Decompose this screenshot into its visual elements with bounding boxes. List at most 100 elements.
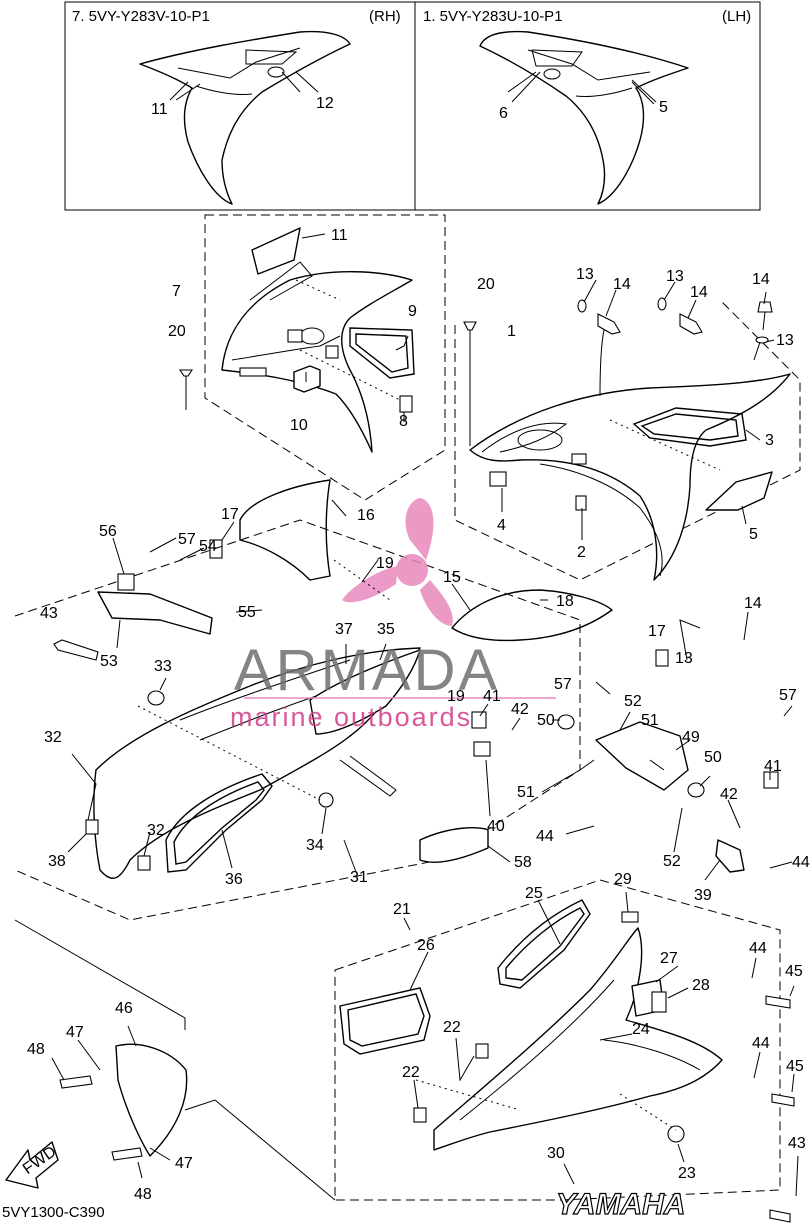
callout: 23	[678, 1165, 696, 1182]
callout: 44	[752, 1035, 770, 1052]
part-48-bolt-b	[111, 1147, 143, 1161]
callout: 57	[178, 531, 196, 548]
callout: 12	[316, 95, 334, 112]
callout: 32	[147, 822, 165, 839]
callout: 5	[659, 99, 668, 116]
fwd-arrow-icon	[5, 1141, 59, 1189]
callout: 44	[792, 854, 810, 871]
part-35-panel	[309, 649, 421, 735]
callout: 53	[100, 653, 118, 670]
part-39-bracket	[715, 839, 745, 873]
callout: 58	[514, 854, 532, 871]
part-22-nut-a	[475, 1043, 489, 1059]
callout: 9	[408, 303, 417, 320]
callout: 26	[417, 937, 435, 954]
callout: 31	[350, 869, 368, 886]
callout: 17	[221, 506, 239, 523]
callout: 13	[675, 650, 693, 667]
callout: 14	[613, 276, 631, 293]
part-43-bolt-a	[53, 639, 99, 661]
callout: 34	[306, 837, 324, 854]
part-20-rivet-a	[178, 369, 194, 410]
callout: 25	[525, 885, 543, 902]
part-49-bracket	[595, 721, 689, 791]
callout: 56	[99, 523, 117, 540]
part-53-bracket	[97, 591, 213, 635]
callout: 43	[788, 1135, 806, 1152]
part-33-grommet	[147, 690, 165, 706]
callout: 44	[536, 828, 554, 845]
callout: 57	[554, 676, 572, 693]
callout: 35	[377, 621, 395, 638]
part-56-clip	[117, 573, 135, 591]
group-1-frame	[454, 299, 801, 581]
part-28-damper	[651, 991, 667, 1013]
callout: 51	[641, 712, 659, 729]
part-21-lower-cowl	[433, 927, 723, 1151]
watermark-logo-icon	[342, 498, 453, 626]
callout: 19	[447, 688, 465, 705]
part-50-grommet-b	[687, 782, 705, 798]
group-46-frame	[14, 919, 336, 1201]
callout: 42	[720, 786, 738, 803]
callout: 41	[483, 688, 501, 705]
inset-rh-title: 7. 5VY-Y283V-10-P1	[72, 8, 210, 25]
callout: 27	[660, 950, 678, 967]
part-32-nut-b	[137, 855, 151, 871]
part-45-bolt-a	[765, 995, 791, 1009]
part-7-rh-side-cowl	[221, 261, 413, 453]
callout: 19	[376, 555, 394, 572]
callout: 13	[666, 268, 684, 285]
callout: 18	[556, 593, 574, 610]
callout-labels: 11 12 6 5 11 7 9 20 10 8 20 1 13 14 13 1…	[27, 95, 810, 1203]
part-46-front-piece	[115, 1043, 188, 1157]
callout: 57	[779, 687, 797, 704]
inset-frame	[64, 1, 761, 211]
callout: 11	[151, 101, 168, 118]
part-17-pad-b	[655, 649, 669, 667]
callout: 3	[765, 432, 774, 449]
part-45-bolt-b	[771, 1093, 795, 1107]
lh-inset-cowl	[479, 30, 689, 205]
callout: 48	[27, 1041, 45, 1058]
part-29-pad	[621, 911, 639, 923]
callout: 40	[487, 818, 505, 835]
callout: 49	[682, 729, 700, 746]
callout: 48	[134, 1186, 152, 1203]
diagram-code: 5VY1300-C390	[2, 1204, 105, 1221]
callout: 13	[776, 332, 794, 349]
callout: 52	[624, 693, 642, 710]
callout: 51	[517, 784, 535, 801]
callout: 5	[749, 526, 758, 543]
callout: 37	[335, 621, 353, 638]
part-26-seal	[339, 987, 431, 1055]
callout: 4	[497, 517, 506, 534]
yamaha-decal-text: YAMAHA	[556, 1188, 685, 1221]
part-9-seal	[349, 327, 415, 379]
watermark-tagline: marine outboards	[230, 702, 472, 732]
callout: 29	[614, 871, 632, 888]
part-8-nut	[399, 395, 413, 413]
part-23-grommet	[667, 1125, 685, 1143]
part-48-bolt-a	[59, 1075, 93, 1089]
callout: 15	[443, 569, 461, 586]
callout: 47	[175, 1155, 193, 1172]
callout: 36	[225, 871, 243, 888]
part-36-seal	[165, 773, 273, 873]
callout: 30	[547, 1145, 565, 1162]
part-22-nut-b	[413, 1107, 427, 1123]
part-25-seal	[497, 899, 591, 989]
callout: 8	[399, 413, 408, 430]
callout: 43	[40, 605, 58, 622]
part-32-nut-a	[85, 819, 99, 835]
callout: 10	[290, 417, 308, 434]
callout: 38	[48, 853, 66, 870]
callout: 42	[511, 701, 529, 718]
callout: 13	[576, 266, 594, 283]
callout: 39	[694, 887, 712, 904]
part-40-clip	[473, 741, 491, 757]
watermark-brand: ARMADA	[234, 638, 500, 703]
callout: 41	[764, 758, 782, 775]
callout: 14	[690, 284, 708, 301]
callout: 2	[577, 544, 586, 561]
